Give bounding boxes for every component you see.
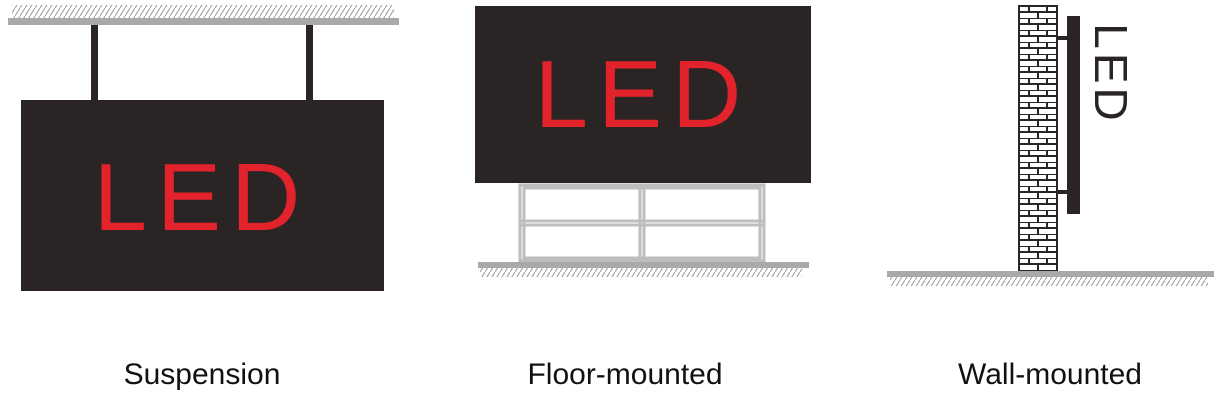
floor-ground [478,262,809,268]
suspension-diagram: LED [8,5,399,291]
ceiling-hatch [12,5,394,18]
floor-led-panel [475,6,811,183]
wall-hatch [890,277,1208,286]
floor-support-frame [518,183,766,263]
wall-mounted-diagram: LED [887,5,1214,286]
floor-mounted-label: Floor-mounted [527,358,723,391]
floor-mounted-diagram: LED [475,6,811,277]
suspension-label: Suspension [123,358,281,391]
wall-bracket-lower [1057,190,1069,194]
suspension-rod-left [91,25,98,101]
wall-led-panel [1067,16,1080,214]
floor-hatch [480,268,802,277]
wall-bracket [1057,36,1069,40]
suspension-rod-right [306,25,313,101]
wall-mounted-label: Wall-mounted [958,358,1142,391]
brick-wall [1018,5,1058,272]
floor-led-text: LED [535,41,752,148]
wall-ground [887,271,1214,277]
suspension-led-panel [21,100,384,291]
ceiling-beam [8,18,399,25]
wall-led-text: LED [1085,23,1137,124]
suspension-led-text: LED [94,144,311,251]
